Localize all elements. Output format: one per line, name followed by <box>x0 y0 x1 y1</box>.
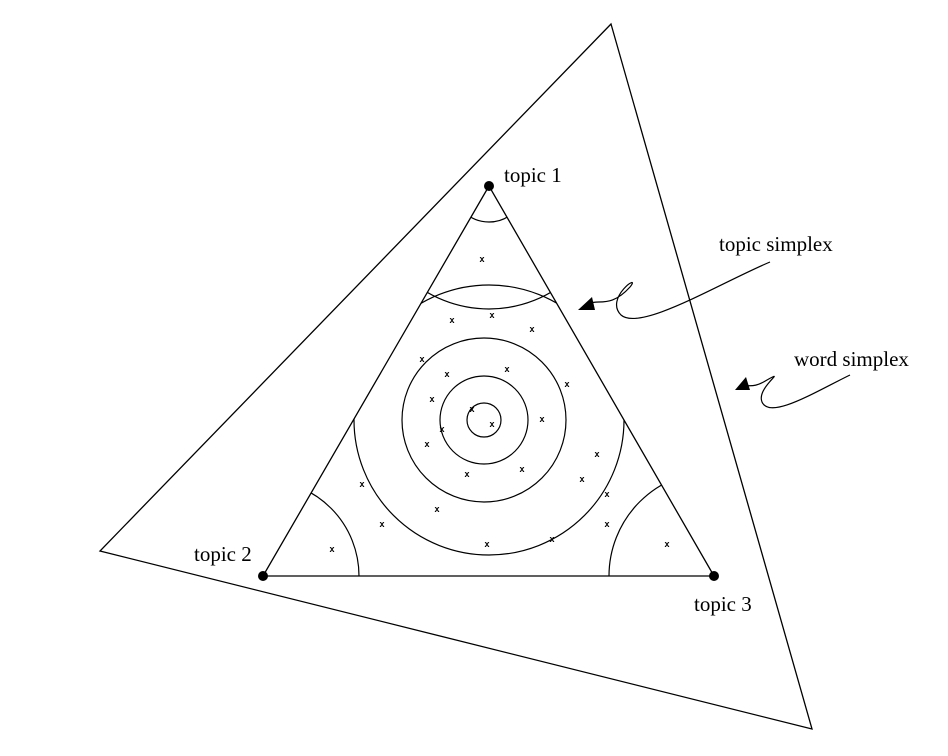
sample-point-marker: x <box>604 489 609 499</box>
sample-point-marker: x <box>519 464 524 474</box>
sample-point-marker: x <box>379 519 384 529</box>
sample-point-marker: x <box>469 404 474 414</box>
vertex-dot-topic-2 <box>258 571 268 581</box>
label-word-simplex: word simplex <box>794 347 909 371</box>
sample-point-marker: x <box>439 424 444 434</box>
sample-point-marker: x <box>329 544 334 554</box>
word-simplex-triangle <box>98 22 813 730</box>
sample-point-marker: x <box>489 419 494 429</box>
label-topic-simplex: topic simplex <box>719 232 833 256</box>
contour-ring <box>439 375 529 465</box>
contour-ring <box>401 337 567 503</box>
sample-point-marker: x <box>604 519 609 529</box>
label-topic-3: topic 3 <box>694 592 752 616</box>
sample-point-marker: x <box>434 504 439 514</box>
sample-point-marker: x <box>484 539 489 549</box>
topic-simplex-pointer <box>578 261 771 320</box>
sample-point-marker: x <box>564 379 569 389</box>
vertex-dot-topic-3 <box>709 571 719 581</box>
corner-arc-top-wide <box>365 186 613 310</box>
sample-point-marker: x <box>429 394 434 404</box>
sample-point-marker: x <box>579 474 584 484</box>
sample-point-marker: x <box>449 315 454 325</box>
sample-point-marker: x <box>359 479 364 489</box>
sample-point-marker: x <box>529 324 534 334</box>
corner-arc-top <box>452 186 526 223</box>
wavy-arrow-shaft <box>744 374 851 409</box>
label-topic-1: topic 1 <box>504 163 562 187</box>
contour-ring <box>353 284 625 556</box>
sample-point-marker: x <box>489 310 494 320</box>
arrow-head-icon <box>735 377 750 390</box>
sample-point-marker: x <box>664 539 669 549</box>
label-topic-2: topic 2 <box>194 542 252 566</box>
wavy-arrow-shaft <box>589 261 771 320</box>
topic-simplex-triangle <box>261 184 716 577</box>
sample-point-marker: x <box>549 534 554 544</box>
sample-point-marker: x <box>594 449 599 459</box>
word-simplex-pointer <box>735 374 851 409</box>
vertex-dot-topic-1 <box>484 181 494 191</box>
arrow-head-icon <box>578 297 595 310</box>
sample-point-marker: x <box>539 414 544 424</box>
contour-ring <box>466 402 502 438</box>
sample-point-marker: x <box>424 439 429 449</box>
sample-point-marker: x <box>504 364 509 374</box>
sample-point-marker: x <box>464 469 469 479</box>
sample-point-marker: x <box>419 354 424 364</box>
sample-point-marker: x <box>444 369 449 379</box>
sample-point-marker: x <box>479 254 484 264</box>
density-contours <box>263 186 714 576</box>
sample-points: x x x x x x x x x x x x x x x x x x x x x x x x x x x <box>329 254 669 554</box>
